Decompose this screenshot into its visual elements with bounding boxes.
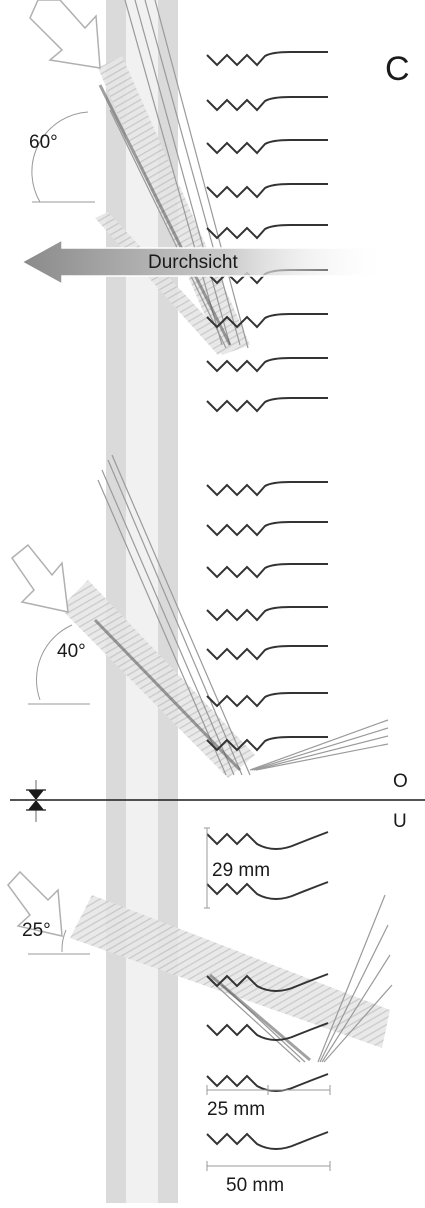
louvre-profile: [206, 481, 328, 497]
upper-label: O: [393, 771, 408, 792]
lower-label: U: [393, 811, 407, 832]
ray: [249, 719, 389, 771]
louvre-profile: [206, 96, 328, 112]
level-arrow-down: [28, 790, 44, 800]
ray: [109, 109, 227, 349]
angle-indicators: [28, 111, 95, 955]
louvre-profile: [206, 521, 328, 537]
sun-arrow-middle: [10, 543, 69, 613]
level-marker-icon: [10, 780, 425, 822]
ray: [255, 743, 389, 771]
corner-letter: C: [385, 50, 410, 88]
louvre-profile: [206, 183, 328, 199]
dimension-lines: [204, 827, 331, 1171]
louvre-profile: [206, 973, 329, 992]
ray: [321, 954, 391, 1063]
spacing-25-label: 25 mm: [207, 1099, 266, 1120]
beam-cores: [93, 84, 311, 1062]
angle-label-60: 60°: [29, 132, 58, 153]
angle-arc-25: [61, 929, 67, 953]
ray: [154, 0, 249, 349]
ray: [317, 894, 386, 1063]
louvre-profile: [206, 831, 329, 850]
ray: [97, 479, 227, 776]
ray: [101, 469, 235, 776]
ray: [144, 0, 241, 346]
louvre-profile: [206, 313, 328, 329]
spacing-50-label: 50 mm: [226, 1175, 285, 1196]
sun-arrow-icon: [7, 0, 101, 937]
ray: [209, 979, 301, 1063]
angle-label-40: 40°: [57, 641, 86, 662]
ray: [134, 0, 231, 346]
louvre-profile: [206, 51, 328, 67]
ray: [124, 0, 223, 346]
ray: [323, 984, 393, 1063]
angle-label-25: 25°: [22, 920, 51, 941]
louvre-profile: [206, 606, 328, 622]
louvre-profile: [206, 881, 329, 900]
ray: [111, 454, 251, 776]
louvre-profile: [206, 1022, 329, 1041]
cavity: [126, 0, 158, 1203]
spacing-29-label: 29 mm: [212, 860, 271, 881]
rays: [97, 0, 393, 1063]
louvre-profile: [206, 1131, 329, 1150]
louvre-profile: [206, 736, 328, 752]
louvre-profile: [206, 397, 328, 413]
louvre-profile: [206, 563, 328, 579]
louvre-profile: [206, 139, 328, 155]
louvre-profile: [206, 1073, 329, 1092]
level-arrow-up: [28, 800, 44, 810]
core-40: [93, 618, 242, 772]
ray: [253, 735, 389, 771]
view-arrow-icon: [20, 238, 391, 286]
core-60: [98, 84, 232, 346]
outer-pane: [106, 0, 126, 1203]
louvre-profile: [206, 224, 328, 240]
angle-arc-60: [31, 111, 89, 203]
ray: [319, 924, 389, 1063]
angle-arc-40: [36, 624, 73, 701]
ray: [251, 727, 389, 771]
view-through-label: Durchsicht: [148, 252, 238, 273]
beam-25: [70, 895, 390, 1048]
sun-arrow-top: [29, 0, 101, 69]
louvre-profile: [206, 645, 328, 661]
louvre-profile: [206, 357, 328, 373]
core-25: [209, 973, 311, 1062]
ray: [107, 459, 243, 776]
louvre-profile: [206, 692, 328, 708]
sun-arrow-bottom: [7, 870, 63, 937]
